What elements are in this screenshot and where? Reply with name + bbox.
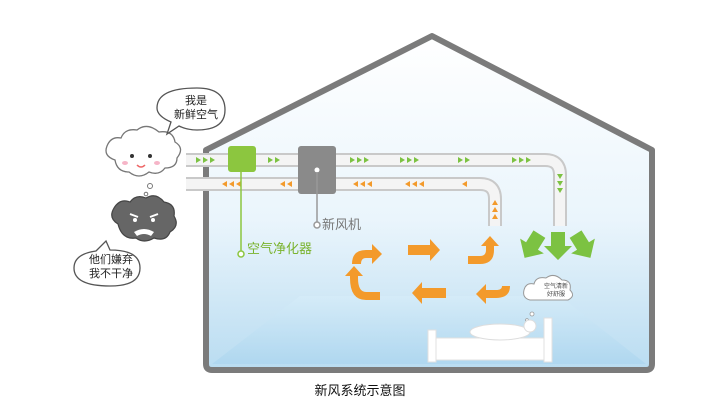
- bed: [427, 317, 553, 363]
- fresh-air-cloud-character: [105, 125, 182, 197]
- room-air-text: 空气清新 好舒服: [537, 283, 575, 298]
- dirty-speech-line-1: 他们嫌弃: [89, 253, 133, 266]
- green-supply-arrows: [520, 230, 595, 260]
- dirty-air-speech-text: 他们嫌弃 我不干净: [76, 253, 146, 281]
- supply-flow-arrows: [196, 157, 563, 193]
- return-duct: [186, 177, 502, 226]
- return-flow-arrows: [222, 181, 498, 219]
- fresh-speech-line-2: 新鲜空气: [174, 107, 218, 121]
- house: [203, 33, 655, 373]
- purifier-label: 空气净化器: [247, 242, 313, 257]
- room-text-line-2: 好舒服: [546, 290, 565, 298]
- circulation-arrows: [345, 236, 510, 304]
- fresh-air-unit-label: 新风机: [322, 218, 362, 233]
- fresh-speech-bubble: [156, 87, 226, 136]
- room-text-line-1: 空气清新: [543, 283, 568, 290]
- fresh-speech-line-1: 我是: [185, 94, 207, 107]
- diagram-caption: 新风系统示意图: [314, 384, 406, 399]
- dirty-air-cloud-character: [111, 195, 177, 242]
- fresh-air-unit: [298, 146, 336, 229]
- dirty-speech-line-2: 我不干净: [89, 266, 133, 280]
- air-purifier: [228, 146, 256, 258]
- fresh-air-speech-text: 我是 新鲜空气: [172, 94, 220, 122]
- dirty-speech-bubble: [73, 239, 141, 287]
